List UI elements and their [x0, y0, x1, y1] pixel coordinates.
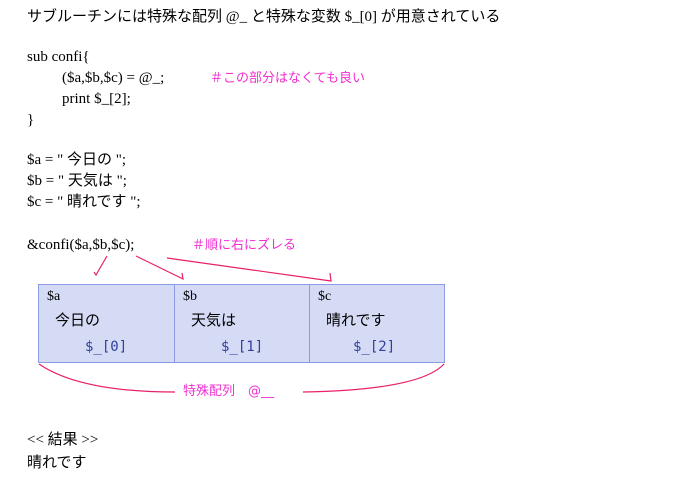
code-line: }	[27, 112, 35, 128]
array-cell: $b 天気は $_[1]	[174, 284, 310, 363]
code-line: ($a,$b,$c) = @_;	[62, 70, 165, 86]
cell-var: $b	[183, 289, 197, 304]
array-label: 特殊配列 @__	[183, 384, 275, 399]
code-comment: ＃順に右にズレる	[192, 238, 297, 253]
arrow-b	[135, 255, 184, 281]
cell-var: $a	[47, 289, 61, 304]
cell-var: $c	[318, 289, 332, 304]
code-line: $a = " 今日の ";	[27, 152, 127, 168]
code-line: sub confi{	[27, 49, 90, 65]
bracket-right	[302, 363, 445, 393]
code-line: $c = " 晴れです ";	[27, 194, 141, 210]
arrow-c	[166, 257, 332, 282]
arrow-a	[93, 255, 108, 277]
result-heading: << 結果 >>	[27, 432, 99, 448]
array-cell: $c 晴れです $_[2]	[309, 284, 445, 363]
heading: サブルーチンには特殊な配列 @_ と特殊な変数 $_[0] が用意されている	[27, 9, 501, 25]
code-line: &confi($a,$b,$c);	[27, 237, 135, 253]
result-text: 晴れです	[27, 455, 87, 471]
code-line: $b = " 天気は ";	[27, 173, 127, 189]
cell-index: $_[0]	[85, 339, 128, 355]
code-comment: ＃この部分はなくても良い	[210, 71, 365, 86]
cell-value: 晴れです	[326, 313, 386, 329]
cell-index: $_[2]	[353, 339, 396, 355]
cell-index: $_[1]	[221, 339, 264, 355]
array-cell: $a 今日の $_[0]	[38, 284, 175, 363]
code-line: print $_[2];	[62, 91, 131, 107]
cell-value: 今日の	[55, 313, 101, 329]
bracket-left	[38, 363, 176, 393]
cell-value: 天気は	[191, 313, 237, 329]
